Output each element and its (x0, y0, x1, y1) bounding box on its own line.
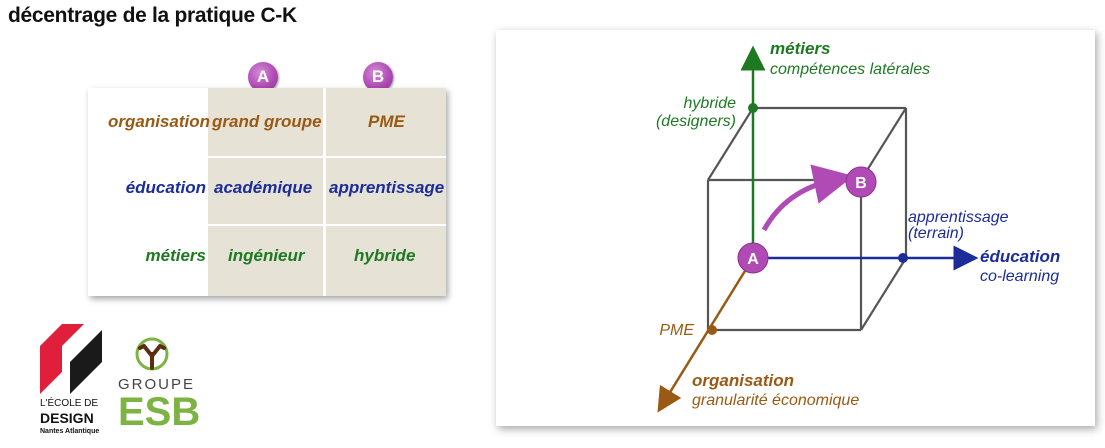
column-a-badge: A (248, 62, 278, 92)
label-education-title: éducation (980, 247, 1060, 266)
cell-organisation-a: grand groupe (212, 112, 322, 131)
ecole-line2: DESIGN (40, 410, 94, 426)
label-apprentissage-2: (terrain) (908, 225, 964, 242)
cube-edges (706, 106, 908, 332)
point-hybride (748, 103, 758, 113)
label-hybride-2: (designers) (656, 113, 736, 130)
cell-education-a: académique (214, 178, 313, 197)
esb-line2: ESB (118, 390, 201, 434)
column-b-badge: B (363, 62, 393, 92)
label-metiers-title: métiers (770, 39, 830, 58)
label-metiers-subtitle: compétences latérales (770, 61, 930, 78)
cell-education-b: apprentissage (329, 178, 445, 197)
point-pme (707, 325, 717, 335)
esb-line1: GROUPE (118, 376, 196, 393)
label-hybride-1: hybride (684, 95, 737, 112)
point-apprentissage (898, 253, 908, 263)
svg-text:A: A (747, 251, 759, 268)
cell-metiers-b: hybride (354, 246, 416, 265)
cube-diagram-panel: A B métiers compétences latérales hybrid… (496, 30, 1095, 426)
groupe-esb-logo: GROUPE ESB (118, 336, 208, 440)
badge-b: B (845, 166, 877, 198)
transition-arrow (761, 164, 854, 232)
ecole-line3: Nantes Atlantique (40, 428, 100, 435)
label-organisation-title: organisation (692, 371, 794, 390)
badge-a: A (737, 242, 769, 274)
comparison-matrix: organisation grand groupe PME éducation … (88, 88, 446, 296)
row-label-education: éducation (125, 178, 206, 197)
ecole-line1: L'ÉCOLE DE (40, 398, 99, 409)
ecole-de-design-logo: L'ÉCOLE DE DESIGN Nantes Atlantique (40, 322, 110, 440)
row-label-organisation: organisation (107, 112, 210, 131)
cell-organisation-b: PME (368, 112, 405, 131)
tree-icon (135, 337, 169, 371)
svg-text:B: B (855, 175, 867, 192)
label-pme: PME (659, 322, 694, 339)
page-title: décentrage de la pratique C-K (8, 4, 297, 27)
ecole-logo-mark (40, 324, 102, 394)
label-organisation-subtitle: granularité économique (692, 392, 859, 409)
cube-diagram: A B métiers compétences latérales hybrid… (656, 39, 1060, 413)
cell-metiers-a: ingénieur (228, 246, 305, 265)
label-education-subtitle: co-learning (980, 268, 1059, 285)
label-apprentissage-1: apprentissage (908, 209, 1009, 226)
row-label-metiers: métiers (145, 246, 206, 265)
